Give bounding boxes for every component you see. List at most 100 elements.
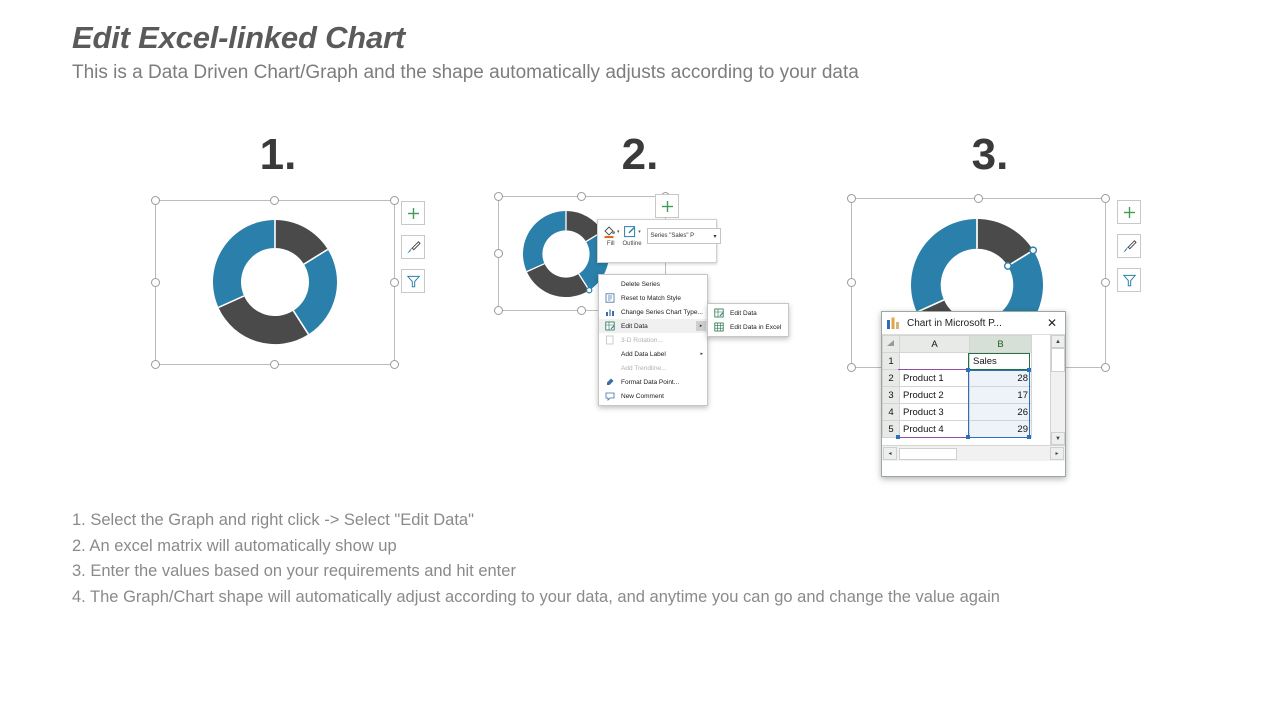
table-row[interactable]: 3 Product 2 17 <box>882 386 1032 404</box>
chart-elements-button[interactable] <box>401 201 425 225</box>
resize-handle-top-left[interactable] <box>494 192 503 201</box>
cell-a4[interactable]: Product 3 <box>899 403 970 421</box>
resize-handle-bottom-left[interactable] <box>151 360 160 369</box>
resize-handle-middle-left[interactable] <box>494 248 503 258</box>
range-nub-cat-left[interactable] <box>896 435 900 439</box>
resize-handle-top-right[interactable] <box>1101 194 1110 203</box>
range-nub-top-left[interactable] <box>966 368 970 372</box>
resize-handle-top-left[interactable] <box>151 196 160 205</box>
submenu-arrow-icon[interactable]: ▸ <box>700 351 703 357</box>
column-header-a[interactable]: A <box>899 335 970 353</box>
fill-tool[interactable]: ▾ Fill <box>602 223 620 247</box>
excel-sheet-table[interactable]: A B 1 Sales 2 Product 1 28 3 Product 2 1… <box>882 335 1032 438</box>
resize-handle-top-left[interactable] <box>847 194 856 203</box>
resize-handle-bottom-middle[interactable] <box>577 306 586 315</box>
cell-b2[interactable]: 28 <box>969 369 1032 387</box>
row-header[interactable]: 3 <box>882 386 900 404</box>
chart-styles-button[interactable] <box>1117 234 1141 258</box>
resize-handle-bottom-middle[interactable] <box>270 360 279 369</box>
chart-tools-3[interactable] <box>1117 200 1141 292</box>
menu-item-change-series-chart-type[interactable]: Change Series Chart Type... <box>599 305 707 319</box>
menu-item-label: Edit Data <box>621 322 648 330</box>
scroll-right-button[interactable]: ▸ <box>1050 447 1064 460</box>
column-header-b[interactable]: B <box>969 335 1032 353</box>
vertical-scrollbar[interactable]: ▲ ▼ <box>1050 335 1065 445</box>
excel-title-bar[interactable]: Chart in Microsoft P... ✕ <box>882 312 1065 335</box>
range-nub-bottom-left[interactable] <box>966 435 970 439</box>
mini-toolbar[interactable]: ▾ Fill ▾ Outline Series "Sales" P ▾ <box>597 219 721 263</box>
resize-handle-middle-right[interactable] <box>1101 278 1110 287</box>
context-menu[interactable]: Delete Series Reset to Match Style Chang… <box>598 274 708 406</box>
range-nub-top-right[interactable] <box>1027 368 1031 372</box>
menu-item-new-comment[interactable]: New Comment <box>599 389 707 403</box>
chevron-down-icon[interactable]: ▾ <box>713 233 717 240</box>
table-row[interactable]: 1 Sales <box>882 352 1032 370</box>
vertical-scroll-thumb[interactable] <box>1051 348 1065 372</box>
close-icon[interactable]: ✕ <box>1046 316 1058 330</box>
submenu-item-edit-data[interactable]: Edit Data <box>708 306 788 320</box>
scroll-down-button[interactable]: ▼ <box>1051 432 1065 445</box>
submenu-item-edit-data-in-excel[interactable]: Edit Data in Excel <box>708 320 788 334</box>
resize-handle-middle-right[interactable] <box>390 277 399 287</box>
resize-handle-top-right[interactable] <box>390 196 399 205</box>
chart-styles-button[interactable] <box>401 235 425 259</box>
chart-elements-button[interactable] <box>655 194 679 218</box>
table-row[interactable]: 4 Product 3 26 <box>882 403 1032 421</box>
cell-b4[interactable]: 26 <box>969 403 1032 421</box>
submenu-arrow-icon[interactable]: ▸ <box>696 321 706 331</box>
menu-item-reset-to-match-style[interactable]: Reset to Match Style <box>599 291 707 305</box>
scroll-up-button[interactable]: ▲ <box>1051 335 1065 348</box>
row-header[interactable]: 5 <box>882 420 900 438</box>
chart-filters-button[interactable] <box>1117 268 1141 292</box>
cell-a5[interactable]: Product 4 <box>899 420 970 438</box>
plus-icon <box>1123 206 1135 218</box>
row-header[interactable]: 1 <box>882 352 900 370</box>
resize-handle-middle-left[interactable] <box>847 278 856 287</box>
series-dropdown[interactable]: Series "Sales" P ▾ <box>646 228 721 244</box>
outline-caret-icon[interactable]: ▾ <box>638 228 641 235</box>
resize-handle-top-middle[interactable] <box>973 194 983 203</box>
donut-chart-1[interactable] <box>210 205 340 360</box>
chart-selection-frame-1[interactable] <box>151 196 399 369</box>
context-submenu[interactable]: Edit Data Edit Data in Excel <box>707 303 789 337</box>
cell-a1[interactable] <box>899 352 970 370</box>
outline-tool[interactable]: ▾ Outline <box>623 223 642 247</box>
excel-datasheet-window[interactable]: Chart in Microsoft P... ✕ A B 1 Sal <box>881 311 1066 477</box>
menu-item-edit-data[interactable]: Edit Data ▸ <box>599 319 707 333</box>
table-row[interactable]: 5 Product 4 29 <box>882 420 1032 438</box>
cell-a3[interactable]: Product 2 <box>899 386 970 404</box>
table-row[interactable]: 2 Product 1 28 <box>882 369 1032 387</box>
menu-item-add-data-label[interactable]: Add Data Label ▸ <box>599 347 707 361</box>
menu-item-delete-series[interactable]: Delete Series <box>599 277 707 291</box>
excel-window-title: Chart in Microsoft P... <box>907 317 1002 329</box>
excel-grid[interactable]: A B 1 Sales 2 Product 1 28 3 Product 2 1… <box>882 335 1065 445</box>
paintbrush-icon <box>406 240 421 254</box>
row-header[interactable]: 2 <box>882 369 900 387</box>
range-nub-bottom-right[interactable] <box>1027 435 1031 439</box>
resize-handle-middle-left[interactable] <box>151 277 160 287</box>
cell-b1[interactable]: Sales <box>969 352 1032 370</box>
menu-item-format-data-point[interactable]: Format Data Point... <box>599 375 707 389</box>
blank-icon <box>603 349 616 360</box>
instruction-line-4: 4. The Graph/Chart shape will automatica… <box>72 587 1000 606</box>
cell-b3[interactable]: 17 <box>969 386 1032 404</box>
row-header[interactable]: 4 <box>882 403 900 421</box>
resize-handle-bottom-left[interactable] <box>494 306 503 315</box>
cell-b5[interactable]: 29 <box>969 420 1032 438</box>
fill-caret-icon[interactable]: ▾ <box>617 228 620 235</box>
resize-handle-bottom-right[interactable] <box>1101 363 1110 372</box>
instruction-line-1: 1. Select the Graph and right click -> S… <box>72 511 474 529</box>
chart-filters-button[interactable] <box>401 269 425 293</box>
resize-handle-bottom-left[interactable] <box>847 363 856 372</box>
cell-a2[interactable]: Product 1 <box>899 369 970 387</box>
select-all-corner[interactable] <box>882 335 900 353</box>
scroll-left-button[interactable]: ◂ <box>883 447 897 460</box>
horizontal-scrollbar[interactable]: ◂ ▸ <box>882 445 1065 461</box>
chart-tools-1[interactable] <box>401 201 425 293</box>
horizontal-scroll-thumb[interactable] <box>899 447 957 460</box>
resize-handle-bottom-right[interactable] <box>390 360 399 369</box>
resize-handle-top-middle[interactable] <box>270 196 279 205</box>
menu-item-label: 3-D Rotation... <box>621 336 663 344</box>
resize-handle-top-middle[interactable] <box>577 192 586 201</box>
chart-elements-button[interactable] <box>1117 200 1141 224</box>
